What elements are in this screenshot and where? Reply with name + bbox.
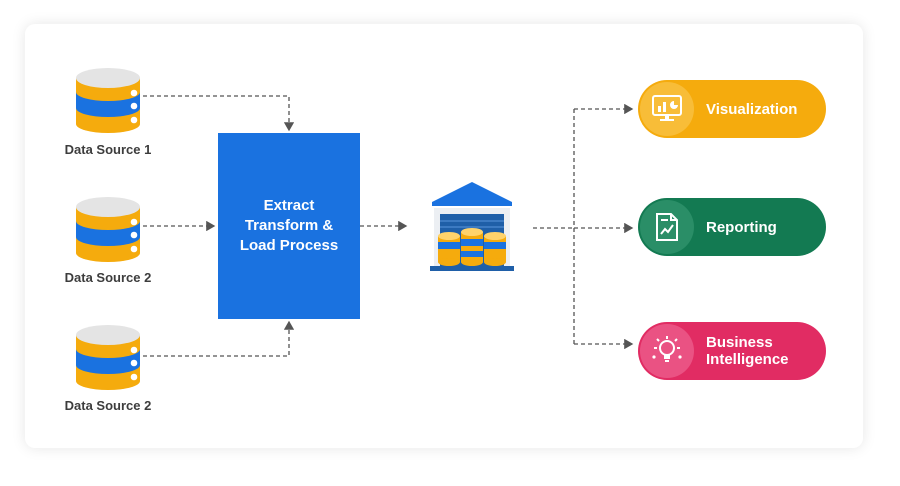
etl-process-box: Extract Transform & Load Process — [218, 133, 360, 319]
monitor-chart-icon — [640, 82, 694, 136]
lightbulb-icon — [640, 324, 694, 378]
database-icon — [76, 68, 140, 133]
output-visualization: Visualization — [638, 80, 826, 138]
arrow-source1-to-etl — [143, 95, 295, 132]
database-icon — [76, 325, 140, 390]
report-document-icon — [640, 200, 694, 254]
output-reporting: Reporting — [638, 198, 826, 256]
output-label-visualization: Visualization — [706, 100, 798, 118]
database-icon — [76, 197, 140, 262]
data-warehouse-icon — [430, 182, 514, 271]
output-business-intelligence: Business Intelligence — [638, 322, 826, 380]
source-label-1: Data Source 1 — [64, 142, 152, 157]
output-label-business-intelligence: Business Intelligence — [706, 334, 789, 368]
source-label-3: Data Source 2 — [64, 398, 152, 413]
source-label-2: Data Source 2 — [64, 270, 152, 285]
output-label-reporting: Reporting — [706, 218, 777, 236]
arrow-source3-to-etl — [143, 320, 295, 357]
